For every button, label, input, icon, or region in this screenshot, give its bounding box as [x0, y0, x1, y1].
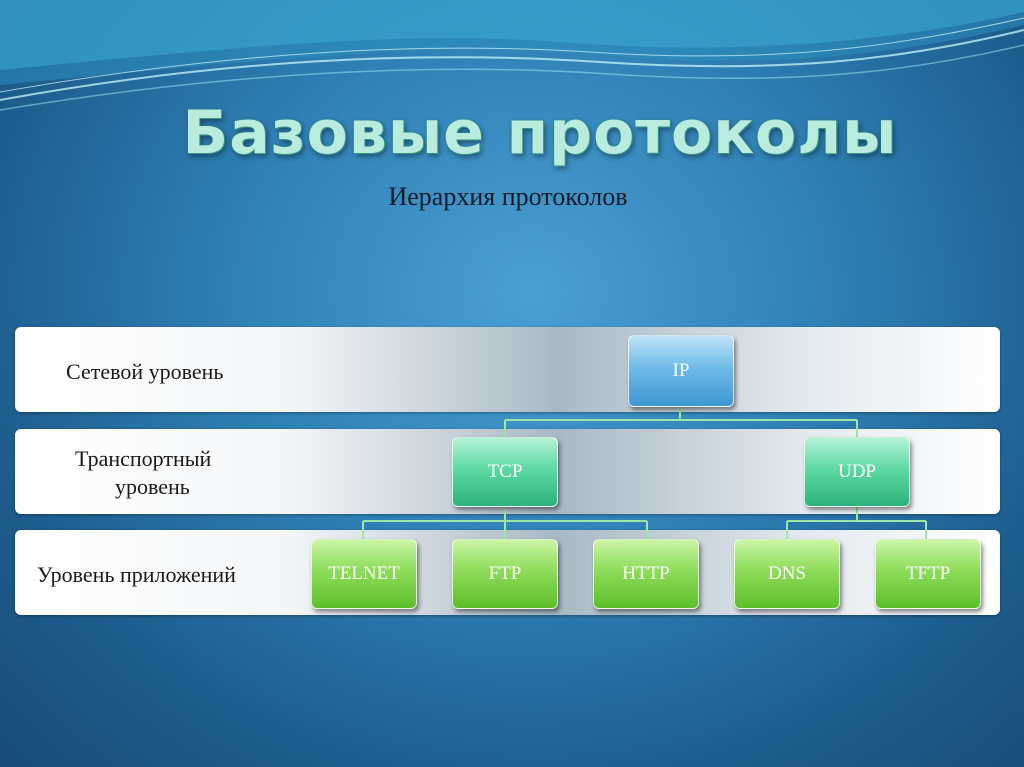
udp-node[interactable]: UDP: [804, 437, 910, 507]
application-layer-label: Уровень приложений: [37, 562, 236, 587]
tftp-node[interactable]: TFTP: [875, 539, 981, 609]
slide-subtitle: Иерархия протоколов: [388, 182, 628, 211]
tcp-node[interactable]: TCP: [452, 437, 558, 507]
network-layer-band: [15, 327, 1000, 412]
transport-layer-label-line1: Транспортный: [75, 446, 212, 471]
telnet-node[interactable]: TELNET: [311, 539, 417, 609]
ftp-node[interactable]: FTP: [452, 539, 558, 609]
ip-node[interactable]: IP: [628, 335, 734, 407]
wave-decoration: [0, 0, 1024, 111]
dns-node[interactable]: DNS: [734, 539, 840, 609]
http-node[interactable]: HTTP: [593, 539, 699, 609]
transport-layer-label-line2: уровень: [115, 473, 190, 499]
network-layer-label: Сетевой уровень: [66, 359, 224, 384]
slide-title: Базовые протоколы: [182, 98, 898, 168]
transport-layer-label: Транспортный уровень: [75, 445, 211, 500]
